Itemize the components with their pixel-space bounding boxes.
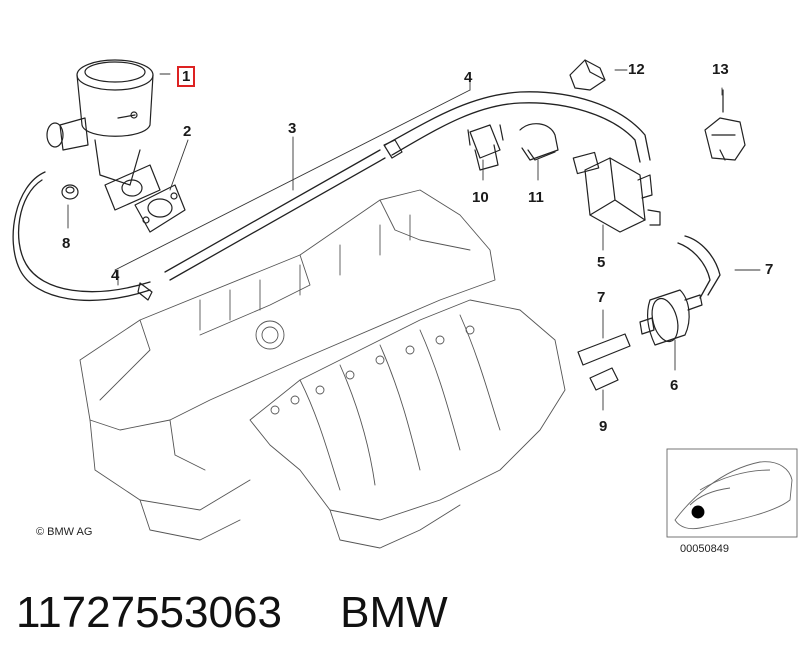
hose-right: [684, 235, 721, 296]
brand-name: BMW: [340, 588, 448, 637]
gasket: [104, 164, 186, 233]
callout-5: 5: [597, 254, 606, 271]
solenoid-valve: [572, 151, 661, 233]
callout-9: 9: [599, 418, 608, 435]
small-hose-7: [577, 333, 631, 366]
clip-13: [704, 89, 746, 161]
clip-10: [467, 124, 504, 171]
callout-13: 13: [712, 61, 729, 78]
engine-illustration: [79, 189, 566, 549]
callout-12: 12: [628, 61, 645, 78]
filter: [639, 289, 703, 346]
footer: 11727553063 BMW: [16, 588, 448, 648]
callout-11: 11: [528, 189, 544, 206]
hose-left: [12, 171, 151, 301]
callout-10: 10: [472, 189, 489, 206]
clip-12: [569, 59, 606, 91]
callout-4-left: 4: [111, 267, 120, 284]
parts-diagram: [12, 59, 798, 549]
callout-7-right: 7: [765, 261, 774, 278]
callout-2: 2: [183, 123, 192, 140]
callout-6: 6: [670, 377, 679, 394]
copyright-text: © BMW AG: [36, 526, 93, 538]
callout-7-left: 7: [597, 289, 606, 306]
vehicle-location-thumbnail: [666, 448, 798, 538]
callout-3: 3: [288, 120, 297, 137]
hose-top: [384, 91, 651, 161]
clip-11: [519, 123, 559, 161]
long-hose: [164, 149, 381, 273]
callout-1: 1: [177, 66, 196, 87]
nut: [61, 184, 79, 200]
sleeve-9: [589, 367, 619, 391]
callout-4-top: 4: [464, 69, 473, 86]
part-number: 11727553063: [16, 588, 282, 637]
thumbnail-code: 00050849: [680, 543, 729, 555]
callout-8: 8: [62, 235, 71, 252]
secondary-air-valve: [46, 59, 154, 186]
